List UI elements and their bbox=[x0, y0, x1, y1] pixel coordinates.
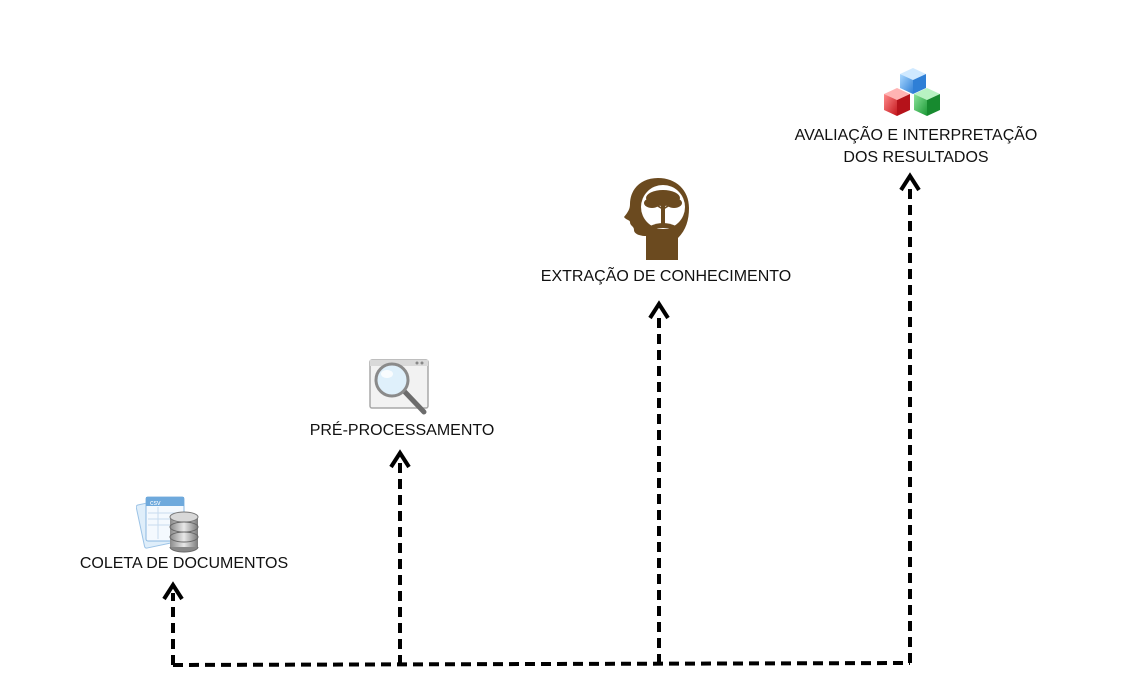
magnifier-window-icon bbox=[369, 359, 429, 415]
colored-cubes-icon bbox=[884, 68, 940, 116]
stage-label-avaliacao-line2: DOS RESULTADOS bbox=[843, 149, 989, 166]
stage-label-pre-processamento: PRÉ-PROCESSAMENTO bbox=[309, 422, 495, 439]
arrowhead-pre-processamento bbox=[389, 449, 411, 469]
stage-label-avaliacao: AVALIAÇÃO E INTERPRETAÇÃO DOS RESULTADOS bbox=[795, 125, 1038, 169]
arrowhead-avaliacao bbox=[899, 172, 921, 192]
head-tree-icon bbox=[624, 178, 689, 260]
database-document-icon: csv bbox=[136, 496, 199, 553]
svg-text:csv: csv bbox=[150, 500, 161, 507]
stage-label-extracao: EXTRAÇÃO DE CONHECIMENTO bbox=[540, 268, 792, 285]
arrowhead-coleta bbox=[162, 581, 184, 601]
arrowhead-extracao bbox=[648, 300, 670, 320]
stage-label-coleta: COLETA DE DOCUMENTOS bbox=[79, 555, 289, 572]
baseline-connector bbox=[172, 661, 911, 667]
stage-label-avaliacao-line1: AVALIAÇÃO E INTERPRETAÇÃO bbox=[794, 127, 1038, 144]
